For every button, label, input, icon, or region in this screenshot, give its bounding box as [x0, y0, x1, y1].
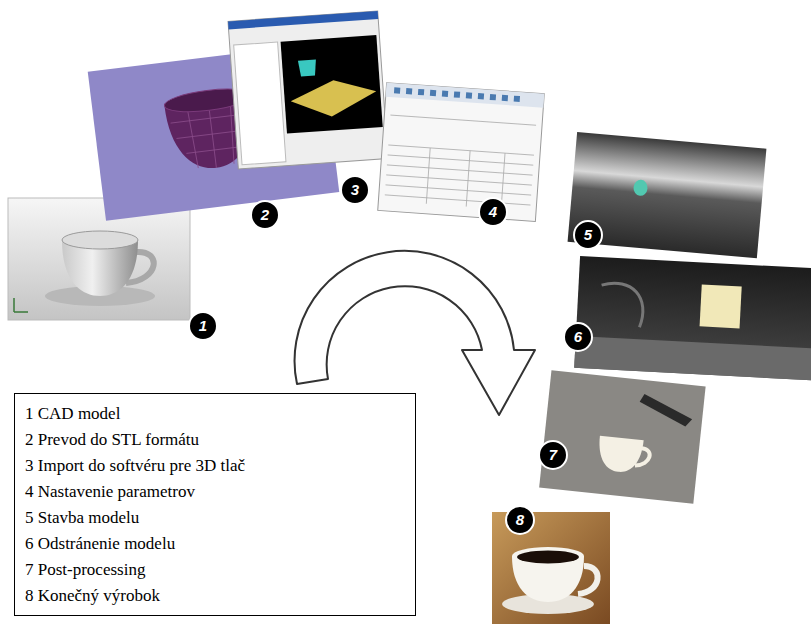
step-text: 4 Nastavenie parametrov	[25, 479, 403, 505]
axis-mark	[14, 298, 28, 312]
callout-number: 3	[341, 176, 369, 204]
callout-disc	[341, 176, 369, 204]
step-text: 6 Odstránenie modelu	[25, 531, 403, 557]
cup-rim	[62, 231, 138, 249]
table-grid	[384, 115, 536, 211]
callout-number: 8	[506, 506, 534, 534]
callout-disc	[564, 323, 592, 351]
callout-disc	[189, 312, 217, 340]
toolbar-icons	[394, 90, 520, 99]
tool	[638, 394, 695, 427]
view-pane	[281, 35, 383, 133]
window	[378, 83, 545, 222]
callout-number: 7	[539, 441, 567, 469]
step-text: 1 CAD model	[25, 401, 403, 427]
callout-disc	[574, 221, 602, 249]
printer-photo	[568, 132, 767, 258]
build-plate	[289, 77, 377, 119]
callout-disc	[479, 198, 507, 226]
cycle-arrow	[295, 251, 535, 415]
photo-frame	[539, 370, 705, 504]
support-block	[700, 284, 742, 328]
cup-rim	[512, 547, 584, 565]
callout-disc	[539, 441, 567, 469]
cup-model	[633, 179, 648, 196]
platform	[574, 336, 811, 381]
callout-number: 6	[564, 323, 592, 351]
photo-frame	[8, 198, 190, 320]
parameter-screenshot	[378, 83, 545, 222]
window	[228, 11, 388, 169]
cup-body	[596, 436, 643, 474]
step-text: 8 Konečný výrobok	[25, 583, 403, 609]
callout-number: 2	[251, 201, 279, 229]
cup-model	[298, 59, 317, 76]
photo-frame	[574, 256, 811, 380]
callout-disc	[251, 201, 279, 229]
toolbar	[386, 83, 545, 108]
callout-disc	[506, 506, 534, 534]
step-text: 3 Import do softvéru pre 3D tlač	[25, 453, 403, 479]
machine-photo	[574, 256, 811, 380]
title-bar	[228, 11, 378, 29]
coffee	[517, 551, 579, 564]
step-text: 2 Prevod do STL formátu	[25, 427, 403, 453]
step-list-box: 1 CAD model2 Prevod do STL formátu3 Impo…	[14, 393, 416, 616]
cable	[599, 283, 644, 328]
callout-number: 1	[189, 312, 217, 340]
cup-handle	[635, 448, 650, 467]
software-screenshot	[228, 11, 388, 169]
callout-number: 4	[479, 198, 507, 226]
photo-frame	[568, 132, 767, 258]
callout-number: 5	[574, 221, 602, 249]
postprocess-photo	[539, 370, 705, 504]
cad-render	[8, 198, 190, 320]
step-text: 7 Post-processing	[25, 557, 403, 583]
side-pane	[234, 42, 286, 165]
step-text: 5 Stavba modelu	[25, 505, 403, 531]
